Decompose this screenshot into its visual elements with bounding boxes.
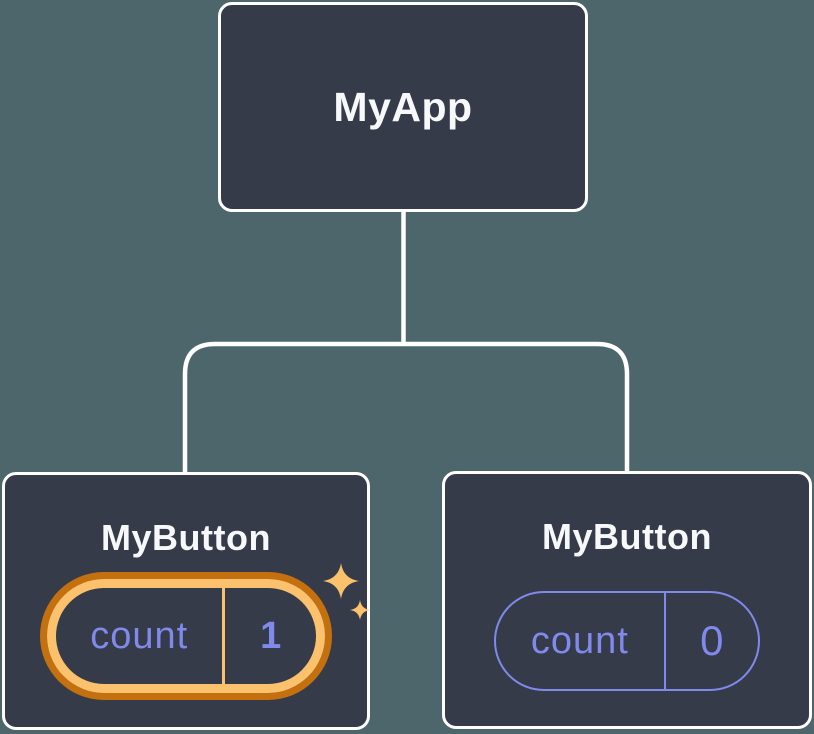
node-mybutton-inactive: MyButton count 0 (442, 471, 812, 729)
sparkles-icon (323, 563, 370, 620)
node-myapp: MyApp (218, 2, 588, 212)
node-label: MyButton (101, 517, 271, 558)
node-label: MyApp (333, 83, 473, 130)
state-key: count (496, 593, 666, 689)
state-key: count (56, 588, 226, 684)
state-pill: count 0 (494, 591, 760, 691)
state-pill-highlighted: count 1 (47, 579, 325, 693)
state-value: 1 (260, 614, 282, 657)
state-value: 0 (700, 617, 724, 664)
node-label: MyButton (542, 516, 712, 557)
node-mybutton-active: MyButton count 1 (2, 472, 370, 730)
connector-branch (182, 341, 630, 472)
